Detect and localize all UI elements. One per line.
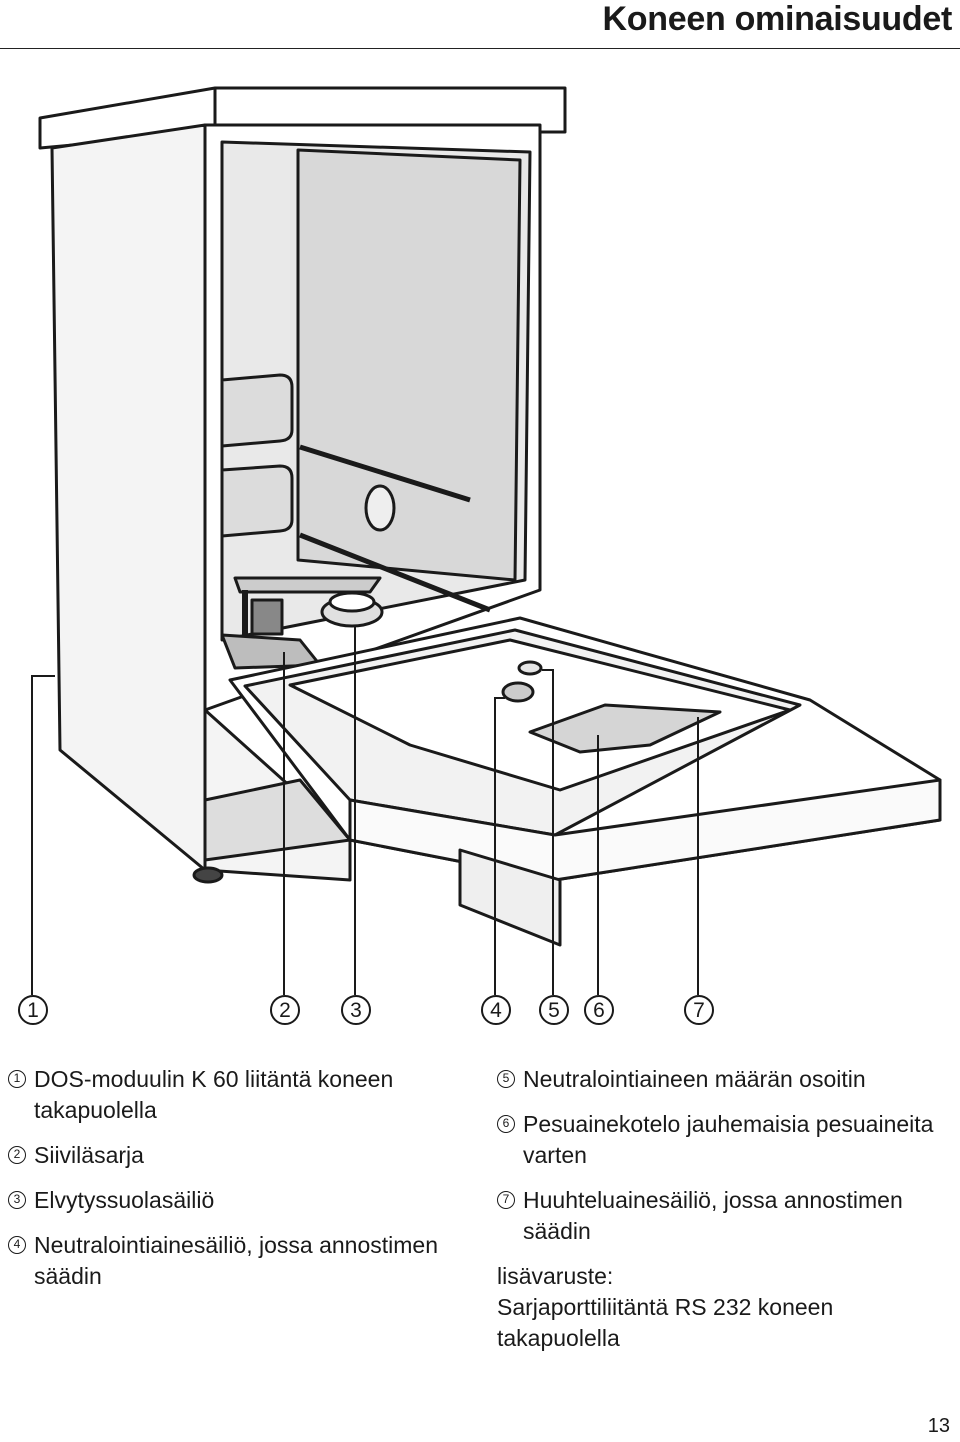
callout-7: 7 <box>684 995 714 1025</box>
callout-4: 4 <box>481 995 511 1025</box>
callout-6: 6 <box>584 995 614 1025</box>
legend-number: 2 <box>8 1146 26 1164</box>
callout-3: 3 <box>341 995 371 1025</box>
callout-2: 2 <box>270 995 300 1025</box>
legend-item: 1 DOS-moduulin K 60 liitäntä koneen taka… <box>8 1064 448 1126</box>
callout-1: 1 <box>18 995 48 1025</box>
header-rule <box>0 48 960 49</box>
accessory-text: Sarjaporttiliitäntä RS 232 koneen takapu… <box>497 1294 834 1351</box>
legend-text: Pesuainekotelo jauhemaisia pesuaineita v… <box>523 1111 934 1168</box>
legend-number: 7 <box>497 1191 515 1209</box>
legend-text: Neutralointiaineen määrän osoitin <box>523 1066 866 1092</box>
legend-text: Elvytyssuolasäiliö <box>34 1187 215 1213</box>
callout-row: 1 2 3 4 5 6 7 <box>0 995 960 1035</box>
legend-text: Huuhteluainesäiliö, jossa annostimen sää… <box>523 1187 903 1244</box>
legend-item: 5 Neutralointiaineen määrän osoitin <box>497 1064 952 1095</box>
legend-item: 4 Neutralointiainesäiliö, jossa annostim… <box>8 1230 448 1292</box>
legend-text: Neutralointiainesäiliö, jossa annostimen… <box>34 1232 439 1289</box>
callout-5: 5 <box>539 995 569 1025</box>
legend-number: 4 <box>8 1236 26 1254</box>
legend-item: 6 Pesuainekotelo jauhemaisia pesuaineita… <box>497 1109 952 1171</box>
legend-item: 7 Huuhteluainesäiliö, jossa annostimen s… <box>497 1185 952 1247</box>
legend-number: 1 <box>8 1070 26 1088</box>
legend-text: Siiviläsarja <box>34 1142 144 1168</box>
legend-right: 5 Neutralointiaineen määrän osoitin 6 Pe… <box>497 1064 952 1354</box>
dishwasher-illustration <box>31 86 942 995</box>
legend-number: 3 <box>8 1191 26 1209</box>
page-number: 13 <box>927 1415 950 1437</box>
legend-number: 6 <box>497 1115 515 1133</box>
legend-number: 5 <box>497 1070 515 1088</box>
legend-text: DOS-moduulin K 60 liitäntä koneen takapu… <box>34 1066 394 1123</box>
legend-item: 2 Siiviläsarja <box>8 1140 448 1171</box>
page-title: Koneen ominaisuudet <box>602 0 953 38</box>
legend-left: 1 DOS-moduulin K 60 liitäntä koneen taka… <box>8 1064 448 1306</box>
legend-item: 3 Elvytyssuolasäiliö <box>8 1185 448 1216</box>
accessory-heading: lisävaruste: <box>497 1263 614 1289</box>
